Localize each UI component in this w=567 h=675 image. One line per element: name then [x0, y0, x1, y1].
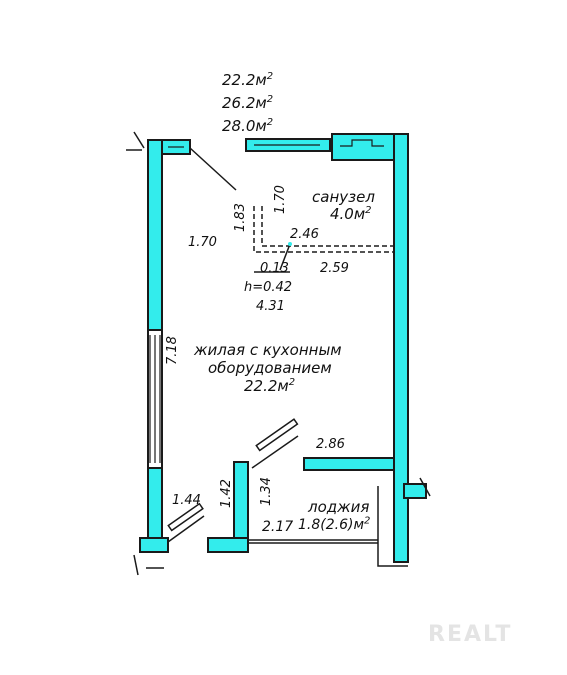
right-wall: [393, 133, 409, 563]
dim-label: 1.70: [273, 185, 288, 214]
dim-label: 1.44: [172, 493, 201, 508]
dim-label: 2.17: [262, 519, 294, 535]
living-room-name-line1: жилая с кухонным: [194, 341, 342, 359]
point-marker: [288, 242, 292, 246]
dim-label: 1.42: [219, 479, 234, 508]
dim-label: 7.18: [165, 336, 180, 365]
dim-label: 2.46: [290, 227, 319, 242]
living-room-area: 22.2м2: [244, 377, 296, 395]
area-total: 26.2м2: [222, 94, 274, 112]
living-room-name-line2: оборудованием: [208, 359, 332, 377]
watermark: REALT: [428, 622, 513, 647]
walls: [139, 133, 427, 563]
doors-and-lines: [126, 131, 431, 576]
loggia-area: 1.8(2.6)м2: [298, 515, 371, 533]
loggia-wall: [303, 457, 395, 471]
dim-label: 1.70: [188, 235, 217, 250]
area-with-loggia: 28.0м2: [222, 117, 274, 135]
loggia-name: лоджия: [308, 498, 370, 516]
dim-label: 1.34: [259, 477, 274, 506]
dim-label: 2.59: [320, 261, 349, 276]
area-unit: м: [255, 94, 267, 112]
top-wall-block: [331, 133, 397, 161]
dim-label: 0.13: [260, 261, 289, 276]
partition-base: [207, 537, 249, 553]
area-unit: м: [255, 117, 267, 135]
right-wall-ext: [403, 483, 427, 499]
left-wall-upper: [147, 139, 163, 331]
left-wall-lower: [147, 467, 163, 541]
bathroom-name: санузел: [312, 188, 375, 206]
left-wall-base: [139, 537, 169, 553]
area-living-total: 22.2м2: [222, 71, 274, 89]
dim-label: 1.83: [233, 203, 248, 232]
dim-label: 2.86: [316, 437, 345, 452]
wall-details: [149, 139, 384, 463]
dim-label: 4.31: [256, 299, 285, 314]
dim-label: h=0.42: [244, 280, 293, 295]
bathroom-area: 4.0м2: [330, 205, 372, 223]
